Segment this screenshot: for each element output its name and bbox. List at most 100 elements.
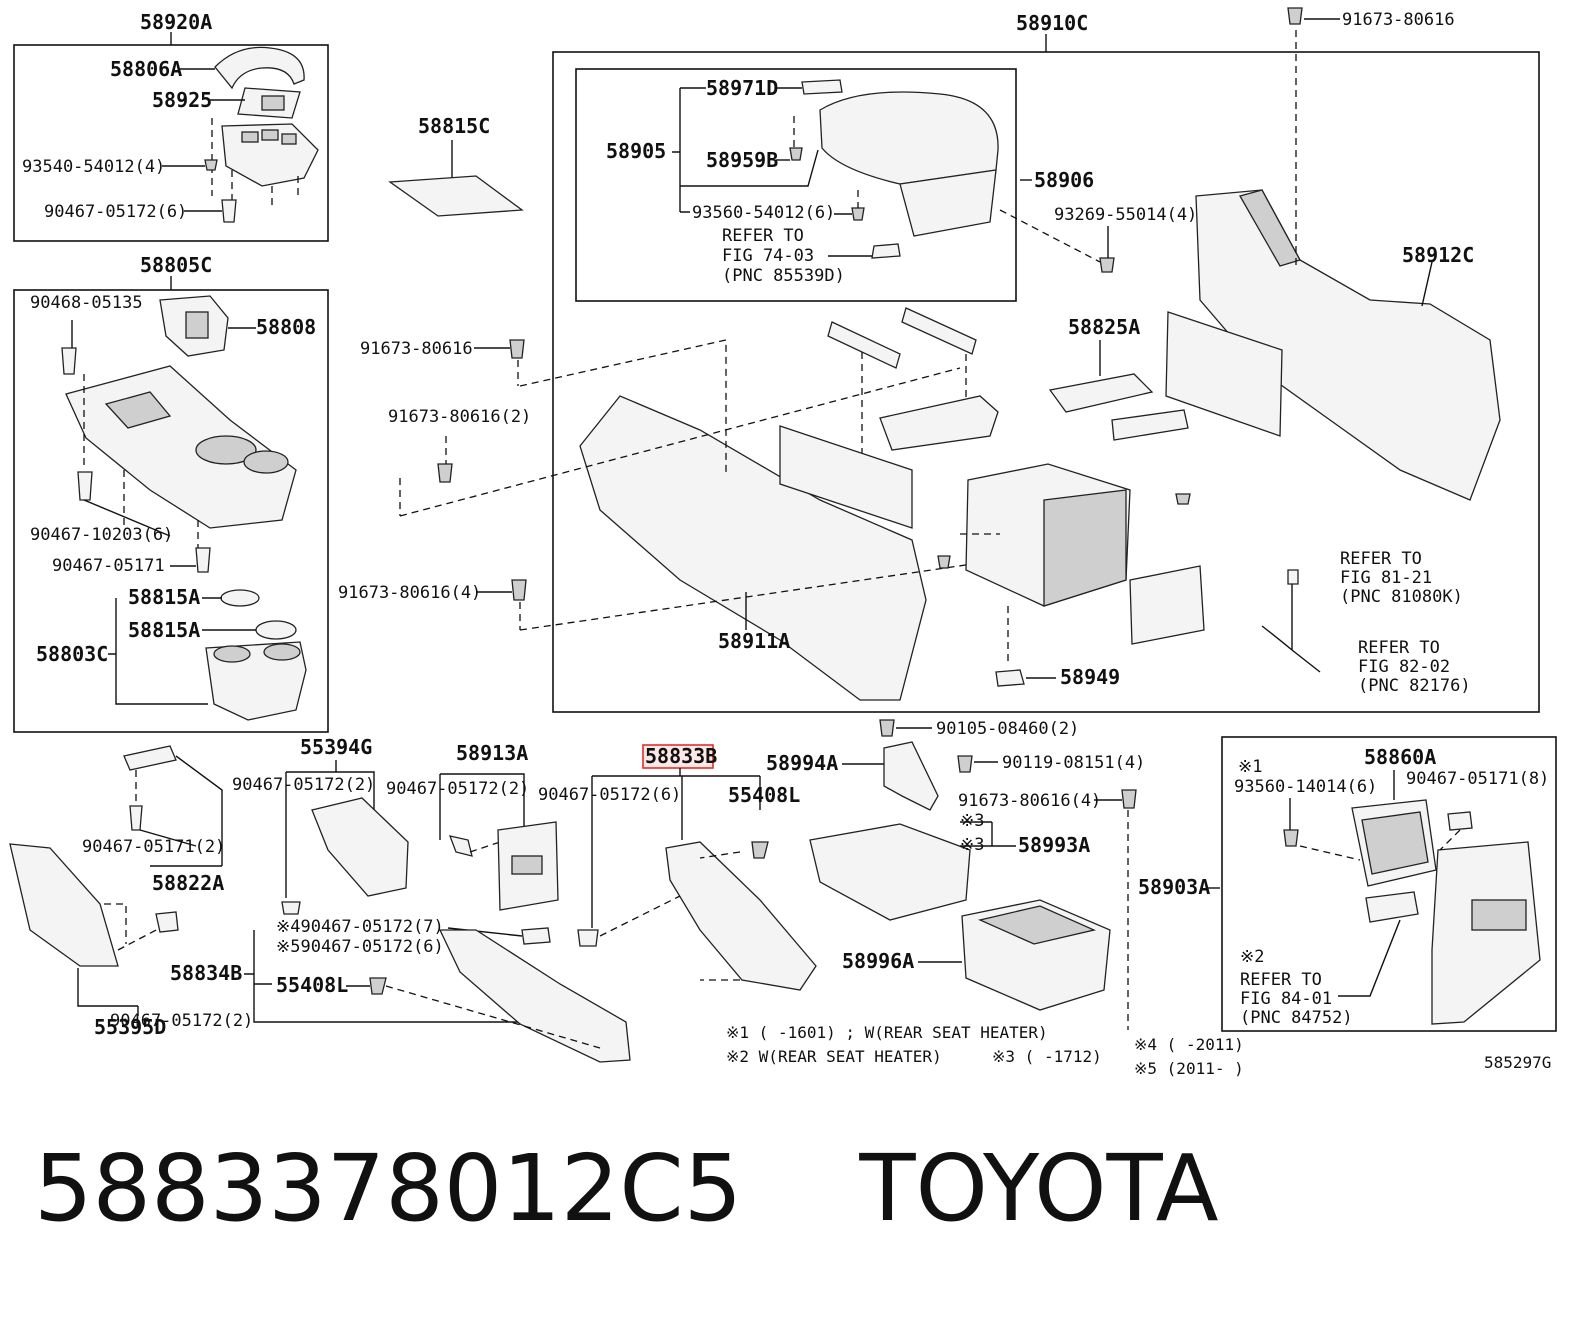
part-58906-base <box>899 169 997 237</box>
screw-icon <box>204 159 218 171</box>
group-58910C: 58910C 58971D 58905 58959B 93560-54012(6… <box>399 11 1540 713</box>
marker-1: ※1 <box>1238 757 1262 777</box>
group-label-58860A: 58860A <box>1364 745 1436 769</box>
label-58815A-2: 58815A <box>128 618 200 642</box>
refer-3-line-2: FIG 82-02 <box>1358 657 1450 677</box>
screw-icon <box>369 977 387 995</box>
label-58833B[interactable]: 58833B <box>645 744 717 768</box>
screw-icon <box>1099 257 1115 273</box>
diagram-code: 585297G <box>1484 1053 1551 1072</box>
group-58833B: 58833B 90467-05172(6) 55408L <box>538 744 817 991</box>
label-90467-05172-2-c: 90467-05172(2) <box>110 1011 253 1031</box>
highlight-box[interactable] <box>642 744 714 769</box>
part-58994A <box>883 741 939 811</box>
label-91673-80616-2: 91673-80616(2) <box>388 407 531 427</box>
screw-icon <box>1175 493 1191 505</box>
note-1: ※1 ( -1601) ; W(REAR SEAT HEATER) <box>726 1023 1048 1042</box>
refer-2-line-2: FIG 81-21 <box>1340 568 1432 588</box>
clip-icon <box>281 901 301 915</box>
marker-3-b: ※3 <box>960 835 984 855</box>
refer-4-line-3: (PNC 84752) <box>1240 1008 1353 1028</box>
note-3: ※3 ( -1712) <box>992 1047 1102 1066</box>
label-55408L-b: 55408L <box>276 973 348 997</box>
label-58815C: 58815C <box>418 114 490 138</box>
clip-icon <box>61 347 77 375</box>
note-5: ※5 (2011- ) <box>1134 1059 1244 1078</box>
part-58815A-ring-2 <box>255 620 297 640</box>
marker-2: ※2 <box>1240 947 1264 967</box>
label-58906: 58906 <box>1034 168 1094 192</box>
label-58911A: 58911A <box>718 629 790 653</box>
group-lower-left: 90467-05171(2) 58822A 55395D <box>9 745 225 1039</box>
group-58805C: 58805C 90468-05135 58808 90467-10203(6) … <box>13 253 329 733</box>
label-58905: 58905 <box>606 139 666 163</box>
note-2: ※2 W(REAR SEAT HEATER) <box>726 1047 942 1066</box>
label-90467-05171-a: 90467-05171 <box>52 556 165 576</box>
label-58959B: 58959B <box>706 148 778 172</box>
group-58913A: 58913A 90467-05172(2) <box>386 741 559 911</box>
screw-icon <box>751 841 769 859</box>
screw-91673-top: 91673-80616 <box>1287 7 1455 270</box>
part-bracket-b <box>901 307 977 355</box>
label-93540-54012: 93540-54012(4) <box>22 157 165 177</box>
group-58860A: 58860A ※1 93560-14014(6) 90467-05171(8) … <box>1221 736 1557 1032</box>
label-58925: 58925 <box>152 88 212 112</box>
part-58825A-lid <box>1111 409 1189 441</box>
label-91673-80616-4-b: 91673-80616(4) <box>958 791 1101 811</box>
screw-icon <box>1283 829 1299 847</box>
part-58860A-tray <box>1365 891 1419 923</box>
part-58925-pad <box>261 95 285 111</box>
refer-2-line-3: (PNC 81080K) <box>1340 587 1463 607</box>
wire-harness-icon <box>1261 580 1321 673</box>
screw-icon <box>851 207 865 221</box>
refer-3-line-3: (PNC 82176) <box>1358 676 1471 696</box>
screw-icon <box>789 147 803 161</box>
screws-left-middle: 91673-80616 91673-80616(2) 91673-80616(4… <box>338 339 531 630</box>
label-90467-05172-6-c: ※590467-05172(6) <box>276 937 444 957</box>
screw-icon <box>1287 7 1303 25</box>
part-58903A-rear-panel <box>1431 841 1541 1025</box>
group-label-58920A: 58920A <box>140 10 212 34</box>
label-90467-05172-2-b: 90467-05172(2) <box>386 779 529 799</box>
part-58834B <box>438 929 631 1063</box>
label-58815A-1: 58815A <box>128 585 200 609</box>
label-58903A: 58903A <box>1138 875 1210 899</box>
label-58825A: 58825A <box>1068 315 1140 339</box>
group-58920A: 58920A 58806A 58925 93540-54012(4) 90467… <box>13 10 329 242</box>
part-58815A-ring-1 <box>220 589 260 607</box>
label-58971D: 58971D <box>706 76 778 100</box>
label-58806A: 58806A <box>110 57 182 81</box>
label-93269-55014: 93269-55014(4) <box>1054 205 1197 225</box>
footer-part-number: 5883378012C5 <box>34 1135 743 1242</box>
clip-icon <box>77 471 93 501</box>
refer-1-line-1: REFER TO <box>722 226 804 246</box>
part-58805C-tray <box>65 365 297 529</box>
screw-icon <box>509 339 525 359</box>
label-90105-08460: 90105-08460(2) <box>936 719 1079 739</box>
label-93560-54012: 93560-54012(6) <box>692 203 835 223</box>
parts-diagram: 58920A 58806A 58925 93540-54012(4) 90467… <box>9 7 1557 1078</box>
notes: ※1 ( -1601) ; W(REAR SEAT HEATER) ※2 W(R… <box>726 1023 1551 1078</box>
footer-brand: TOYOTA <box>859 1135 1219 1242</box>
part-bracket-d <box>1129 565 1205 645</box>
clip-icon <box>521 927 551 945</box>
part-58822A-cover <box>123 745 177 771</box>
label-90468-05135: 90468-05135 <box>30 293 143 313</box>
screw-icon <box>957 755 973 773</box>
refer-3-line-1: REFER TO <box>1358 638 1440 658</box>
screw-icon <box>511 579 527 601</box>
screw-icon <box>937 555 951 569</box>
group-label-58805C: 58805C <box>140 253 212 277</box>
label-58949: 58949 <box>1060 665 1120 689</box>
part-58993A <box>809 823 971 921</box>
label-58993A: 58993A <box>1018 833 1090 857</box>
part-58912C-panel <box>1165 311 1283 437</box>
label-58994A: 58994A <box>766 751 838 775</box>
label-55408L-a: 55408L <box>728 783 800 807</box>
part-55394G <box>311 797 409 897</box>
part-58911A-insert <box>779 425 913 529</box>
group-58994A: 58994A 90105-08460(2) 90119-08151(4) 916… <box>766 719 1220 1030</box>
label-90467-05171-8: 90467-05171(8) <box>1406 769 1549 789</box>
screw-icon <box>1121 789 1137 809</box>
label-90467-10203: 90467-10203(6) <box>30 525 173 545</box>
